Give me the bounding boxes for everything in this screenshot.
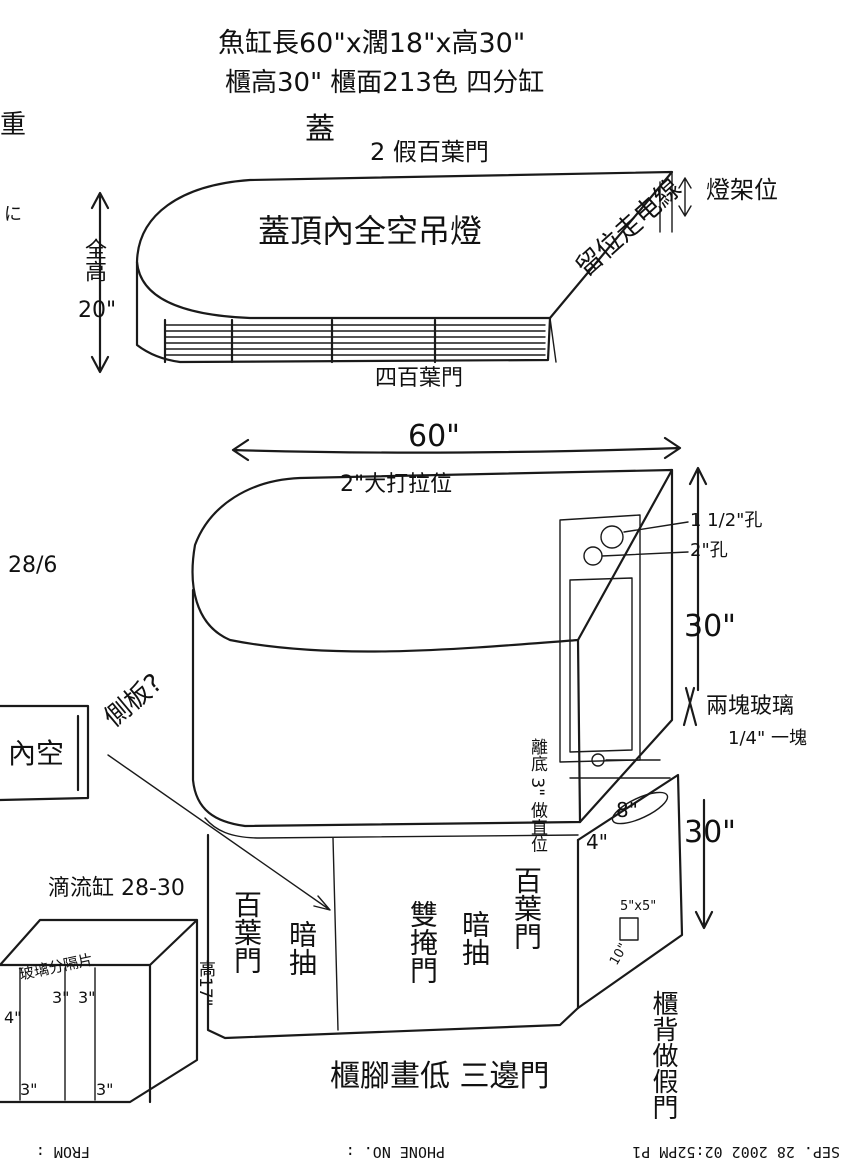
pipe1-label: 1 1/2"孔 — [690, 510, 763, 531]
lid-right-side — [549, 171, 673, 363]
sump-dim-3a: 3" — [52, 988, 70, 1007]
lid-top-note: 蓋頂內全空吊燈 — [258, 212, 483, 250]
lid-louver-slats — [163, 318, 546, 364]
sump-dim-3b: 3" — [78, 988, 96, 1007]
left-inner-box — [0, 704, 90, 802]
sump-dim-3c: 3" — [20, 1080, 38, 1099]
tank-right-face — [578, 468, 674, 824]
tank-top-outline — [191, 468, 674, 653]
fax-date-stamp: SEP. 28 2002 02:52PM P1 — [632, 1143, 840, 1161]
edge-char-2: に — [4, 204, 22, 225]
cabinet-partition — [332, 837, 339, 1031]
cabinet-top-note: 2"大打拉位 — [340, 472, 453, 497]
note-28-6: 28/6 — [8, 553, 58, 578]
fax-from-stamp: FROM : — [35, 1143, 90, 1161]
drawer-mid-label: 暗抽 — [458, 910, 491, 966]
cabinet-side-label: 高17" — [195, 960, 215, 1007]
pipe-hole-2 — [583, 546, 603, 566]
lid-back-note: 2 假百葉門 — [370, 138, 489, 166]
door-mid-label: 雙掩門 — [406, 900, 439, 984]
left-inner-label: 內空 — [8, 737, 65, 770]
lid-title: 蓋 — [305, 112, 335, 147]
lid-height-arrow — [90, 191, 110, 374]
overflow-box — [559, 514, 641, 763]
lid-height-label: 全高 — [81, 238, 106, 282]
glass-note: 兩塊玻璃 — [706, 694, 795, 719]
dim-8-label: 8" — [616, 798, 638, 822]
pipe2-label: 2"孔 — [690, 540, 728, 561]
door-left-label: 百葉門 — [230, 890, 263, 974]
lid-front-note: 四百葉門 — [375, 366, 464, 391]
lid-light-note: 燈架位 — [706, 176, 778, 204]
small-dim-1: 5"x5" — [620, 899, 657, 914]
diagonal-line — [577, 469, 673, 641]
light-rack-arrow — [678, 177, 692, 217]
upper-height-label: 30" — [684, 609, 736, 644]
dim-4-label: 4" — [586, 830, 608, 854]
header-line-2: 櫃高30" 櫃面213色 四分缸 — [225, 68, 545, 98]
cabinet-front — [206, 833, 580, 1040]
lower-height-label: 30" — [684, 815, 736, 850]
bottom-note: 離底 3" 做直位 — [527, 738, 547, 853]
side-board-pointer — [107, 754, 331, 911]
hand-hole — [611, 791, 669, 825]
cabinet-back-note: 櫃背做假門 — [648, 990, 678, 1120]
lid-front-face — [135, 260, 552, 364]
tank-front-face — [191, 588, 582, 828]
drawer-left-label: 暗抽 — [285, 920, 318, 976]
sump-dim-4: 4" — [4, 1008, 22, 1027]
sump-partitions — [19, 967, 96, 1101]
lid-height-value: 20" — [78, 298, 117, 323]
width-arrow — [231, 436, 682, 462]
lower-height-arrow — [694, 798, 714, 930]
pipe-leaders — [569, 521, 689, 779]
sump-box — [0, 918, 199, 1104]
small-box — [619, 917, 639, 941]
glass-note-2: 1/4" 一塊 — [728, 728, 807, 749]
base-note: 櫃腳畫低 三邊門 — [330, 1059, 550, 1094]
fax-phone-stamp: PHONE NO. : — [345, 1143, 445, 1161]
cabinet-top-edge — [204, 817, 579, 839]
edge-char-1: 重 — [0, 110, 27, 140]
header-line-1: 魚缸長60"x濶18"x高30" — [218, 28, 526, 59]
sump-dim-3d: 3" — [96, 1080, 114, 1099]
glass-marker — [682, 686, 698, 727]
upper-height-arrow — [688, 466, 708, 692]
pipe-hole-1 — [600, 525, 624, 549]
cabinet-width-label: 60" — [408, 419, 460, 454]
cabinet-side — [576, 773, 684, 1010]
door-right-label: 百葉門 — [510, 866, 543, 950]
sump-title: 滴流缸 28-30 — [48, 876, 185, 901]
drain-hole — [591, 753, 605, 767]
